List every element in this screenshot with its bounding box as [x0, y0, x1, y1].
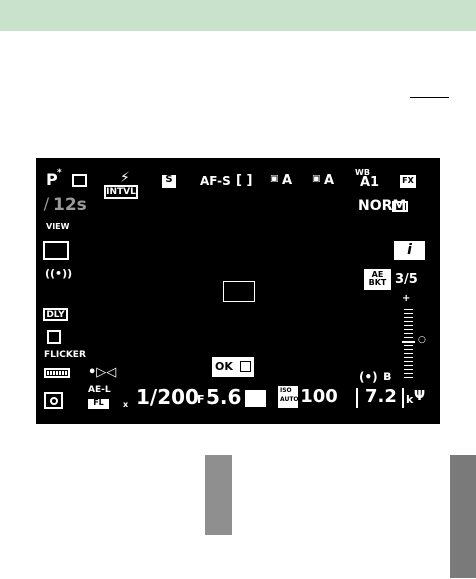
- exposure-scale-plus: +: [402, 293, 411, 304]
- ae-bkt-bottom: BKT: [368, 278, 387, 287]
- iso-auto-label: AUTO: [280, 396, 299, 403]
- photo-mode-icon: [43, 241, 69, 260]
- subject-detection-value: A: [282, 173, 293, 188]
- page-tab-2[interactable]: [450, 477, 476, 497]
- side-tab-block: [205, 455, 232, 535]
- mic-icon: Ψ: [414, 389, 426, 404]
- shutter-speed: 1/200: [136, 385, 199, 409]
- af-area-mode-icon: [ ]: [236, 173, 253, 188]
- focus-point-frame: [223, 281, 255, 302]
- aperture-prefix: F: [197, 393, 205, 406]
- ae-lock-label: AE-L: [88, 385, 111, 395]
- page-tab-3[interactable]: [450, 496, 476, 521]
- frames-unit: k: [406, 393, 414, 406]
- ok-button[interactable]: OK: [212, 357, 254, 377]
- image-area-fx: FX: [400, 175, 416, 188]
- viewfinder-display: P * INTVL ⚡ S AF-S [ ] ▣ A ▣ A WB A1 FX …: [36, 158, 440, 424]
- battery-indicator: [44, 368, 70, 378]
- rule-line: [410, 97, 449, 98]
- af-indicator-icon: •▷◁: [88, 365, 117, 380]
- time-remaining-icon: ⧸: [44, 197, 49, 213]
- flash-ready-icon: ⚡: [120, 170, 130, 186]
- frames-remaining-bracket: [356, 388, 404, 408]
- image-size-icon: [392, 201, 408, 212]
- i-menu-button[interactable]: i: [394, 241, 425, 260]
- page-tab-4[interactable]: [450, 520, 476, 557]
- iso-indicator: ISO AUTO 100: [278, 386, 340, 408]
- iso-value: 100: [298, 386, 340, 408]
- release-mode-icon: [72, 174, 87, 187]
- subject-detection-icon: ▣: [270, 174, 279, 184]
- bluetooth-icon: ʙ: [383, 369, 392, 384]
- view-mode-label: VIEW: [46, 222, 70, 231]
- ae-bracketing-icon: AE BKT: [364, 269, 391, 290]
- white-balance-label: WB: [355, 168, 370, 177]
- interval-indicator: INTVL: [104, 185, 138, 199]
- flexible-program-indicator: *: [57, 168, 62, 178]
- exposure-mode: P: [46, 170, 58, 189]
- picture-control-icon: ▣: [312, 174, 321, 184]
- aperture-value: 5.6: [206, 385, 242, 409]
- exposure-scale-marker: ○: [418, 335, 426, 345]
- image-area-indicator: S: [162, 175, 176, 188]
- flicker-indicator: FLICKER: [44, 350, 86, 360]
- picture-control-value: A: [324, 173, 335, 188]
- page-tab-1[interactable]: [450, 455, 476, 478]
- iso-label: ISO: [280, 387, 292, 394]
- focus-mode: AF-S: [200, 174, 231, 188]
- frames-remaining: 7.2: [365, 386, 397, 407]
- metering-icon: [44, 392, 63, 409]
- fv-lock-label: FL: [88, 399, 109, 409]
- wireless-icon: (•): [359, 370, 378, 384]
- exposure-delay-indicator: DLY: [43, 308, 68, 321]
- ae-bkt-top: AE: [371, 270, 384, 279]
- page-tab-5[interactable]: [450, 556, 476, 579]
- time-remaining: 12s: [53, 195, 87, 215]
- exposure-scale-zero: [402, 341, 415, 343]
- shutter-lock-indicator: x: [123, 400, 129, 409]
- ok-label: OK: [215, 360, 233, 373]
- white-balance-value: A1: [360, 175, 380, 190]
- silent-shutter-icon: [47, 330, 61, 344]
- vibration-reduction-icon: ((•)): [45, 267, 73, 280]
- bracket-progress: 3/5: [395, 272, 418, 287]
- header-band: [0, 0, 476, 31]
- exposure-compensation-icon: [245, 390, 266, 407]
- focus-target-icon: [240, 361, 251, 372]
